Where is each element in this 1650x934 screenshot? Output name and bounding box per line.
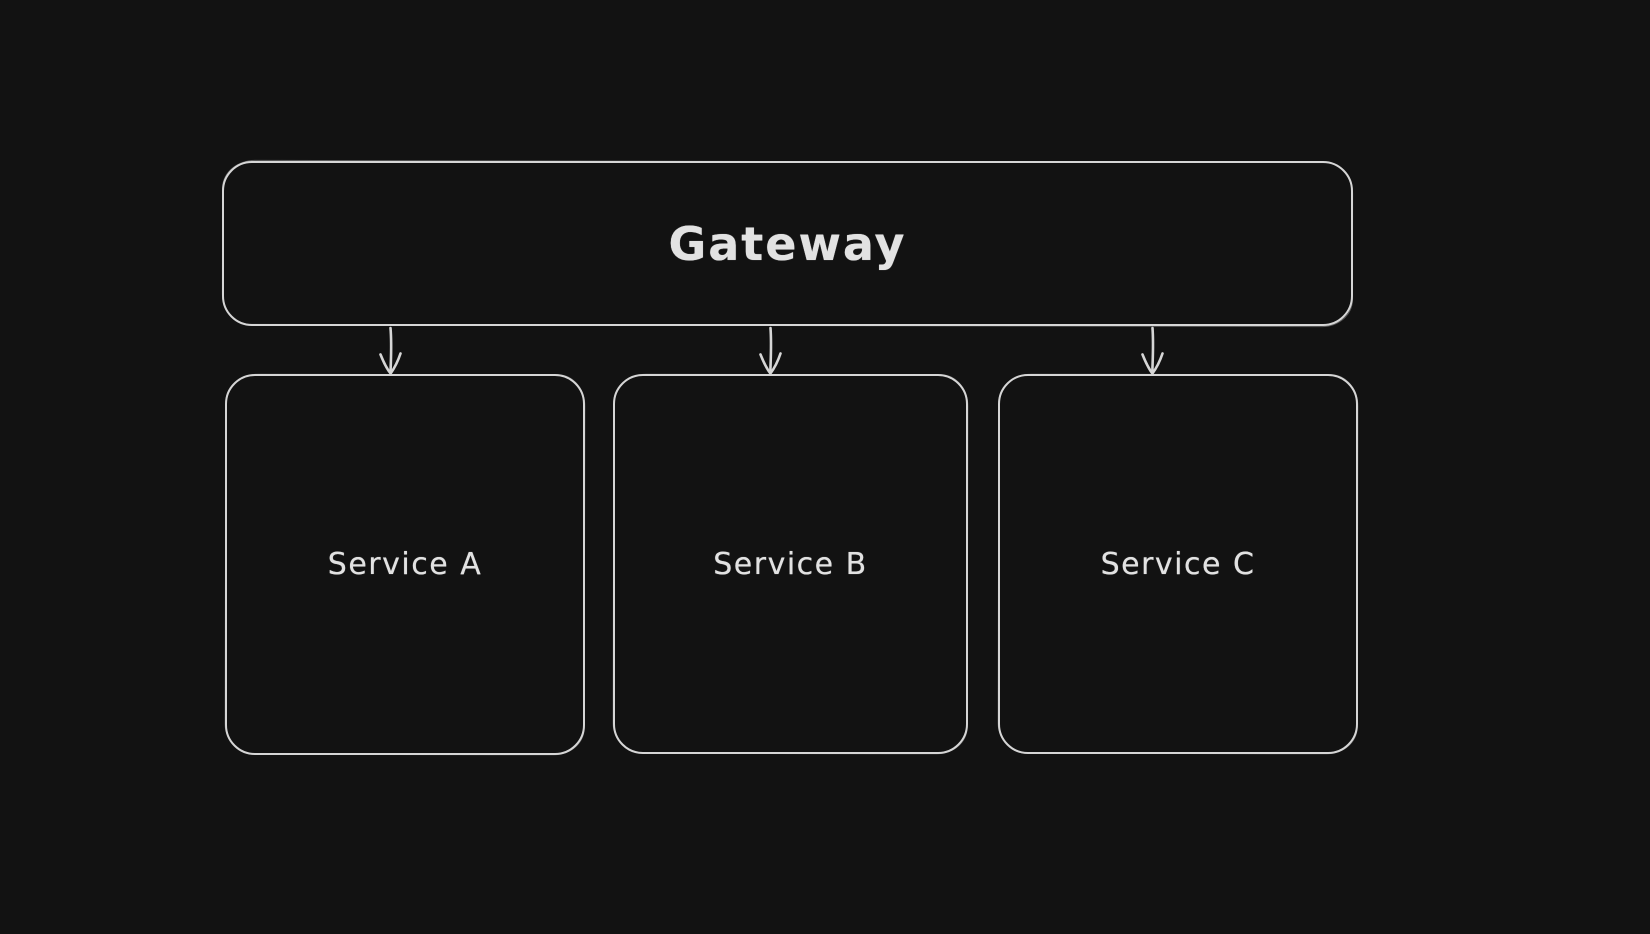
arrow-gateway-to-service-a[interactable] (379, 326, 402, 375)
arrow-gateway-to-service-c[interactable] (1141, 326, 1164, 375)
gateway-node[interactable]: Gateway (222, 161, 1353, 326)
service-c-label: Service C (1100, 546, 1256, 582)
service-b-label: Service B (713, 546, 868, 582)
service-a-label: Service A (327, 547, 483, 582)
service-b-node[interactable]: Service B (613, 374, 968, 754)
service-c-node[interactable]: Service C (998, 374, 1358, 754)
gateway-label: Gateway (668, 216, 907, 271)
service-a-node[interactable]: Service A (225, 374, 585, 755)
arrow-gateway-to-service-b[interactable] (759, 326, 782, 375)
